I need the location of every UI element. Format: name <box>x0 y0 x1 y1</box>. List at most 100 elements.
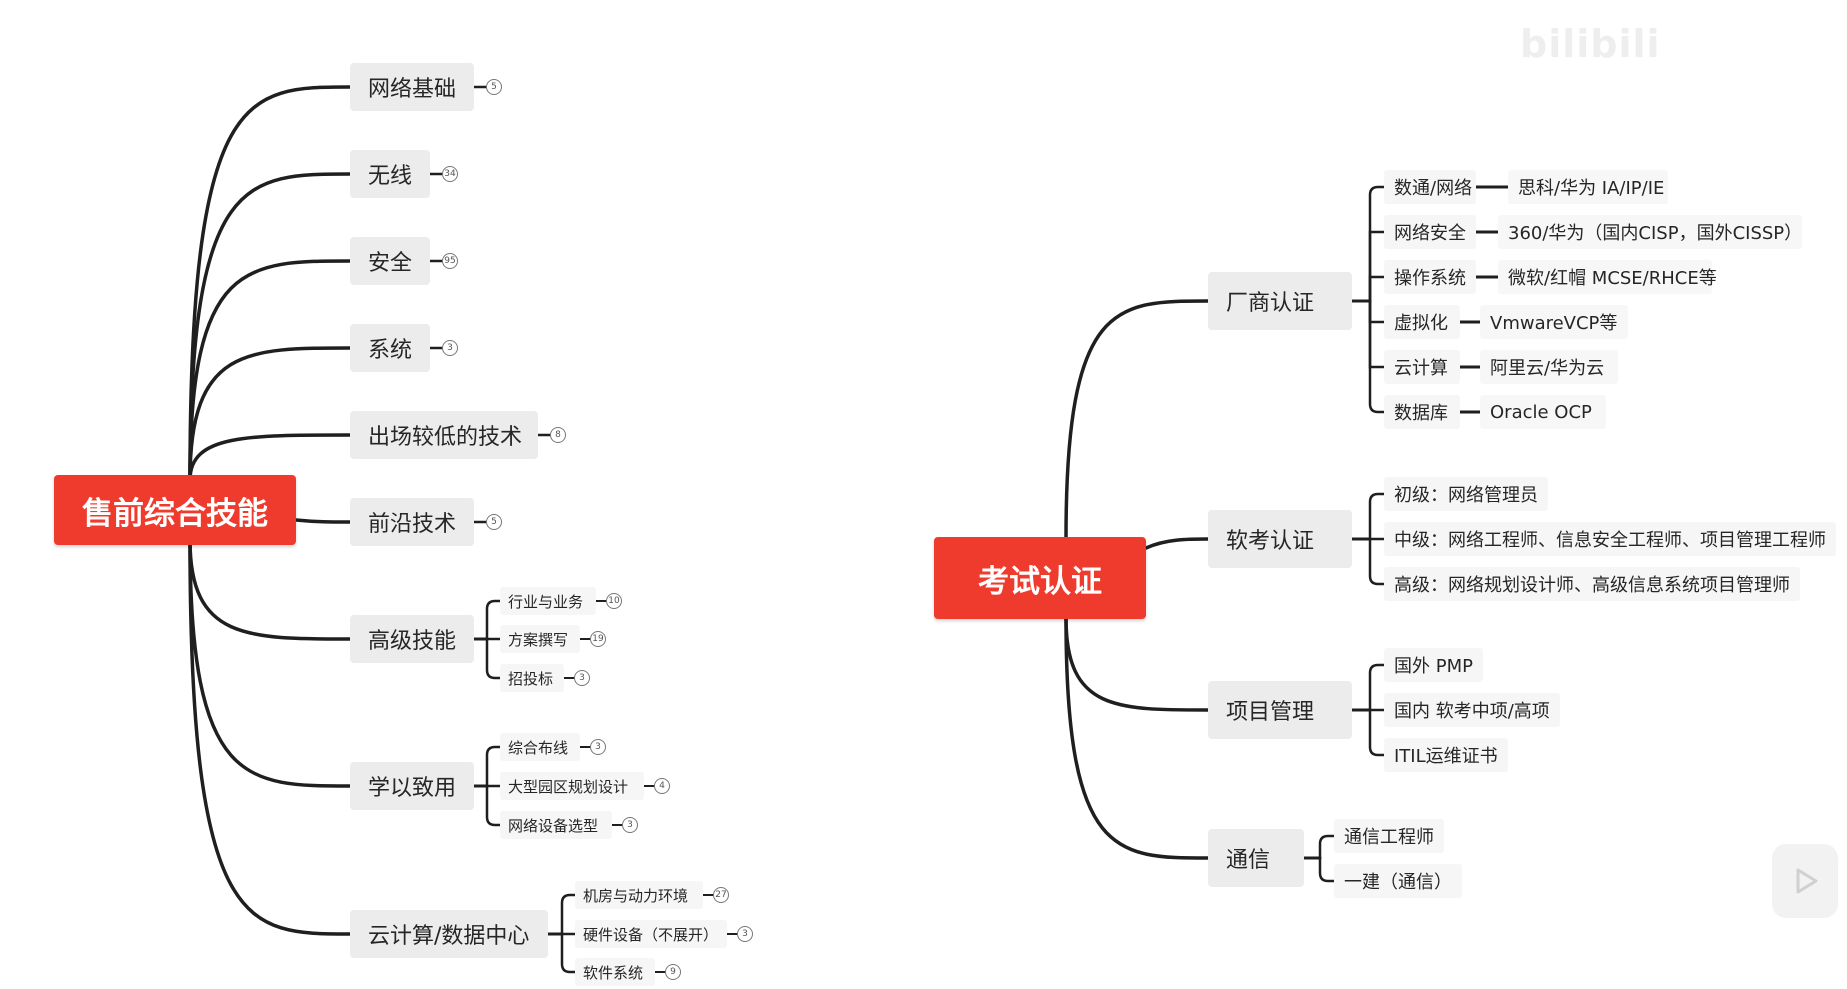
count-badge[interactable]: 3 <box>574 670 590 686</box>
count-badge[interactable]: 19 <box>590 631 606 647</box>
connector-line <box>1318 834 1336 860</box>
subtopic-6-1-label: 方案撰写 <box>508 630 569 649</box>
topic-0[interactable]: 网络基础 <box>350 63 474 111</box>
exam-detail-4[interactable]: 阿里云/华为云 <box>1480 350 1618 384</box>
connector-line <box>188 172 352 482</box>
exam-subtopic-1-1[interactable]: 中级：网络工程师、信息安全工程师、项目管理工程师 <box>1384 522 1836 556</box>
topic-8[interactable]: 云计算/数据中心 <box>350 910 548 958</box>
exam-subtopic-0-0[interactable]: 数通/网络 <box>1384 170 1476 204</box>
exam-topic-1[interactable]: 软考认证 <box>1208 510 1352 568</box>
exam-detail-2[interactable]: 微软/红帽 MCSE/RHCE等 <box>1498 260 1717 294</box>
exam-subtopic-2-1-label: 国内 软考中项/高项 <box>1394 701 1550 722</box>
exam-topic-0[interactable]: 厂商认证 <box>1208 272 1352 330</box>
count-badge[interactable]: 9 <box>665 964 681 980</box>
root-presales-skills[interactable]: 售前综合技能 <box>54 475 296 545</box>
subtopic-7-2[interactable]: 网络设备选型 <box>500 811 612 839</box>
count-badge[interactable]: 27 <box>713 887 729 903</box>
exam-detail-1[interactable]: 360/华为（国内CISP，国外CISSP） <box>1498 215 1802 249</box>
exam-subtopic-3-0-label: 通信工程师 <box>1344 827 1434 848</box>
subtopic-7-1-label: 大型园区规划设计 <box>508 777 629 796</box>
count-badge[interactable]: 4 <box>654 778 670 794</box>
topic-6-label: 高级技能 <box>368 629 457 654</box>
subtopic-6-2[interactable]: 招投标 <box>500 664 564 692</box>
count-badge[interactable]: 3 <box>442 340 458 356</box>
count-badge[interactable]: 5 <box>486 79 502 95</box>
exam-subtopic-2-0[interactable]: 国外 PMP <box>1384 648 1483 682</box>
topic-5-label: 前沿技术 <box>368 512 457 537</box>
connector-line <box>485 637 502 680</box>
count-badge[interactable]: 3 <box>590 739 606 755</box>
subtopic-7-1[interactable]: 大型园区规划设计 <box>500 772 644 800</box>
connector-line <box>188 85 352 482</box>
connector-line <box>188 538 352 788</box>
topic-1-label: 无线 <box>368 164 413 189</box>
exam-subtopic-2-0-label: 国外 PMP <box>1394 656 1473 677</box>
subtopic-8-2[interactable]: 软件系统 <box>575 958 655 986</box>
subtopic-7-0[interactable]: 综合布线 <box>500 733 580 761</box>
connector-line <box>1368 299 1386 324</box>
subtopic-8-1-label: 硬件设备（不展开） <box>583 925 719 944</box>
root-presales-skills-label: 售前综合技能 <box>82 495 268 532</box>
exam-topic-3[interactable]: 通信 <box>1208 829 1304 887</box>
topic-6[interactable]: 高级技能 <box>350 615 474 663</box>
exam-subtopic-0-1[interactable]: 网络安全 <box>1384 215 1476 249</box>
topic-7[interactable]: 学以致用 <box>350 762 474 810</box>
exam-subtopic-3-0[interactable]: 通信工程师 <box>1334 819 1444 853</box>
exam-topic-2[interactable]: 项目管理 <box>1208 681 1352 739</box>
connector-line <box>1368 708 1386 757</box>
exam-detail-1-label: 360/华为（国内CISP，国外CISSP） <box>1508 223 1803 244</box>
exam-subtopic-2-2[interactable]: ITIL运维证书 <box>1384 738 1508 772</box>
topic-4[interactable]: 出场较低的技术 <box>350 411 538 459</box>
exam-subtopic-3-1[interactable]: 一建（通信） <box>1334 864 1462 898</box>
topic-5[interactable]: 前沿技术 <box>350 498 474 546</box>
count-badge[interactable]: 3 <box>737 926 753 942</box>
exam-subtopic-0-3[interactable]: 虚拟化 <box>1384 305 1460 339</box>
play-button[interactable] <box>1772 844 1838 918</box>
subtopic-8-1[interactable]: 硬件设备（不展开） <box>575 920 727 948</box>
exam-detail-5-label: Oracle OCP <box>1490 401 1592 423</box>
connector-line <box>1064 616 1210 860</box>
subtopic-6-1[interactable]: 方案撰写 <box>500 625 580 653</box>
count-badge[interactable]: 10 <box>606 593 622 609</box>
connector-line <box>560 932 577 974</box>
exam-subtopic-0-5[interactable]: 数据库 <box>1384 395 1460 429</box>
exam-detail-5[interactable]: Oracle OCP <box>1480 395 1606 429</box>
exam-subtopic-0-2[interactable]: 操作系统 <box>1384 260 1476 294</box>
topic-3[interactable]: 系统 <box>350 324 430 372</box>
subtopic-6-0[interactable]: 行业与业务 <box>500 587 596 615</box>
connector-line <box>485 784 502 827</box>
exam-subtopic-1-2-label: 高级：网络规划设计师、高级信息系统项目管理师 <box>1394 575 1790 596</box>
exam-subtopic-0-4-label: 云计算 <box>1394 358 1448 379</box>
exam-subtopic-1-2[interactable]: 高级：网络规划设计师、高级信息系统项目管理师 <box>1384 567 1800 601</box>
exam-subtopic-2-1[interactable]: 国内 软考中项/高项 <box>1384 693 1560 727</box>
count-badge[interactable]: 95 <box>442 253 458 269</box>
connector-line <box>1368 492 1386 541</box>
exam-detail-4-label: 阿里云/华为云 <box>1490 358 1605 379</box>
exam-detail-0[interactable]: 思科/华为 IA/IP/IE <box>1508 170 1668 204</box>
exam-topic-3-label: 通信 <box>1226 848 1271 873</box>
count-badge[interactable]: 3 <box>622 817 638 833</box>
count-badge[interactable]: 5 <box>486 514 502 530</box>
connector-line <box>188 538 352 936</box>
play-icon <box>1796 868 1818 894</box>
exam-subtopic-1-0-label: 初级：网络管理员 <box>1394 485 1538 506</box>
exam-subtopic-2-2-label: ITIL运维证书 <box>1394 746 1498 767</box>
count-badge[interactable]: 34 <box>442 166 458 182</box>
root-exam-certification[interactable]: 考试认证 <box>934 537 1146 619</box>
topic-2[interactable]: 安全 <box>350 237 430 285</box>
exam-detail-3[interactable]: VmwareVCP等 <box>1480 305 1628 339</box>
connector-line <box>188 433 352 482</box>
exam-detail-0-label: 思科/华为 IA/IP/IE <box>1518 178 1665 199</box>
connector-line <box>1368 537 1386 586</box>
exam-subtopic-0-3-label: 虚拟化 <box>1394 313 1448 334</box>
count-badge[interactable]: 8 <box>550 427 566 443</box>
topic-0-label: 网络基础 <box>368 77 457 102</box>
topic-1[interactable]: 无线 <box>350 150 430 198</box>
topic-2-label: 安全 <box>368 251 413 276</box>
subtopic-8-0[interactable]: 机房与动力环境 <box>575 881 703 909</box>
exam-subtopic-1-0[interactable]: 初级：网络管理员 <box>1384 477 1548 511</box>
exam-subtopic-0-4[interactable]: 云计算 <box>1384 350 1460 384</box>
exam-detail-3-label: VmwareVCP等 <box>1490 313 1618 334</box>
connector-line <box>1368 185 1386 303</box>
